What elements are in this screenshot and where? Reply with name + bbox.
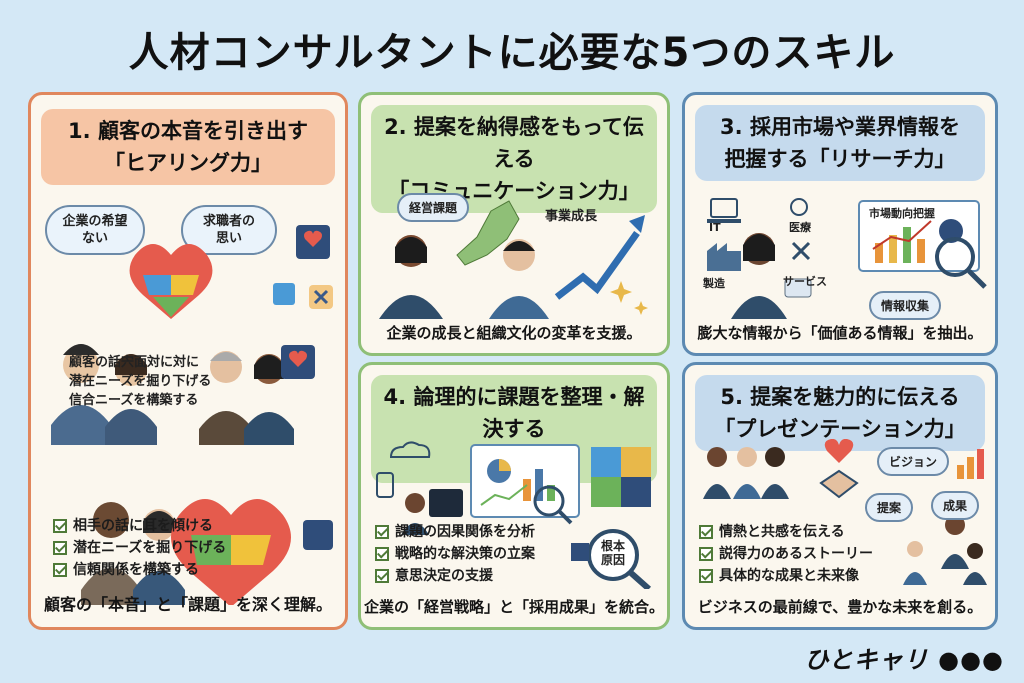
heading-line-2: 「ヒアリング力」	[104, 151, 272, 175]
checkbox-icon	[375, 547, 389, 561]
heading-line-1: 5. 提案を魅力的に伝える	[720, 385, 960, 409]
heading-line-2: 把握する「リサーチ力」	[724, 147, 956, 171]
results-bubble: 成果	[931, 491, 980, 520]
checkbox-icon	[699, 547, 713, 561]
skill-card-thinking: 4. 論理的に課題を整理・解決する 「思考力」	[358, 362, 670, 630]
bottom-people-icon	[81, 502, 185, 605]
card-footer: ビジネスの最前線で、豊かな未来を創る。	[697, 598, 983, 616]
magnifier-icon	[935, 237, 987, 289]
bar-chart-icon	[957, 449, 984, 479]
presentation-checklist: 情熱と共感を伝える 説得力のあるストーリー 具体的な成果と未来像	[699, 521, 873, 587]
industry-label-manufacturing: 製造	[703, 277, 725, 290]
card-footer: 顧客の「本音」と「課題」を深く理解。	[43, 595, 332, 614]
skill-card-presentation: 5. 提案を魅力的に伝える 「プレゼンテーション力」 ビジョン 提案 成果 情熱…	[682, 362, 998, 630]
people-group-icon: ●●●	[938, 646, 1004, 674]
checkbox-icon	[375, 569, 389, 583]
market-trend-label: 市場動向把握	[869, 207, 935, 220]
root-cause-label: 根本 原因	[601, 539, 626, 567]
analyst-icon	[401, 489, 463, 535]
hearing-note: 顧客の話宍面対に対に 潜在ニーズを掘り下げる 信合ニーズを構築する	[69, 355, 212, 408]
card-footer: 膨大な情報から「価値ある情報」を抽出。	[697, 324, 983, 342]
hearing-illustration	[51, 225, 333, 605]
magnifier-icon	[533, 485, 573, 525]
presenter-group-icon	[903, 515, 987, 585]
presenter-people-icon	[379, 235, 549, 319]
japan-map-icon	[456, 200, 520, 266]
heading-line-1: 1. 顧客の本音を引き出す	[68, 119, 308, 143]
candidate-people-icon	[199, 351, 294, 445]
heading-line-2: 「プレゼンテーション力」	[714, 417, 966, 441]
handshake-icon	[819, 469, 859, 499]
checklist-item: 情熱と共感を伝える	[699, 521, 873, 543]
checkbox-icon	[53, 541, 67, 555]
thinking-checklist: 課題の因果関係を分析 戦略的な解決策の立案 意思決定の支援	[375, 521, 535, 587]
checklist-item: 具体的な成果と未来像	[699, 565, 873, 587]
card-footer: 企業の「経営戦略」と「採用成果」を統合。	[363, 598, 664, 616]
puzzle-heart-icon	[129, 244, 213, 319]
checkbox-icon	[53, 519, 67, 533]
team-people-icon	[703, 447, 789, 499]
cloud-server-icon	[376, 441, 431, 498]
brand-logo: ひとキャリ ●●●	[805, 640, 1004, 675]
computer-icon	[707, 198, 741, 223]
growth-arrow-icon	[554, 215, 645, 300]
tools-icon	[791, 241, 811, 261]
speech-bubble-management: 経営課題	[397, 193, 470, 222]
checkbox-icon	[53, 563, 67, 577]
root-cause-magnifier-icon	[571, 529, 651, 589]
checklist-item: 意思決定の支援	[375, 565, 535, 587]
heading-line-1: 3. 採用市場や業界情報を	[720, 115, 960, 139]
checklist-item: 潜在ニーズを掘り下げる	[53, 537, 226, 559]
growth-label: 事業成長	[545, 209, 598, 224]
chip-heart-icon	[296, 225, 330, 259]
vision-bubble: ビジョン	[877, 447, 950, 476]
heading-line-1: 4. 論理的に課題を整理・解決する	[383, 385, 645, 441]
skill-card-research: 3. 採用市場や業界情報を 把握する「リサーチ力」 IT 医療 製造 サービス …	[682, 92, 998, 356]
checkbox-icon	[699, 525, 713, 539]
skill-card-heading: 5. 提案を魅力的に伝える 「プレゼンテーション力」	[695, 375, 985, 451]
brand-logo-text: ひとキャリ	[804, 646, 929, 674]
speech-bubble-company: 企業の希望 ない	[45, 205, 145, 255]
checklist-item: 相手の話に耳を傾ける	[53, 515, 226, 537]
dashboard-icon	[470, 444, 580, 518]
checklist-item: 課題の因果関係を分析	[375, 521, 535, 543]
checklist-item: 信頼関係を構築する	[53, 559, 226, 581]
factory-icon	[707, 243, 741, 271]
thinking-illustration	[376, 441, 651, 589]
chip-icon	[303, 520, 333, 550]
research-illustration	[707, 198, 987, 319]
researcher-icon	[731, 233, 812, 319]
skill-card-communication: 2. 提案を納得感をもって伝える 「コミュニケーション力」 経営課題 事業成長 …	[358, 92, 670, 356]
card-footer: 企業の成長と組織文化の変革を支援。	[386, 324, 642, 342]
market-chart-icon	[858, 200, 980, 272]
client-people-icon	[51, 344, 157, 445]
skill-card-heading: 3. 採用市場や業界情報を 把握する「リサーチ力」	[695, 105, 985, 181]
puzzle-piece-icon	[273, 283, 295, 305]
close-box-icon	[309, 285, 333, 309]
checklist-item: 戦略的な解決策の立案	[375, 543, 535, 565]
puzzle-icon	[591, 447, 651, 507]
industry-label-medical: 医療	[789, 221, 811, 234]
proposal-bubble: 提案	[865, 493, 914, 522]
checkbox-icon	[375, 525, 389, 539]
chip-heart-icon-2	[281, 345, 315, 379]
heart-icon	[824, 439, 854, 463]
sparkle-icon	[610, 281, 648, 315]
skill-card-hearing: 1. 顧客の本音を引き出す 「ヒアリング力」 企業の希望 ない 求職者の 思い	[28, 92, 348, 630]
puzzle-heart-large-icon	[171, 499, 291, 605]
info-gathering-tag: 情報収集	[869, 291, 942, 320]
skill-card-heading: 1. 顧客の本音を引き出す 「ヒアリング力」	[41, 109, 335, 185]
checkbox-icon	[699, 569, 713, 583]
communication-illustration	[379, 200, 648, 319]
hearing-checklist: 相手の話に耳を傾ける 潜在ニーズを掘り下げる 信頼関係を構築する	[53, 515, 226, 581]
presentation-illustration	[703, 439, 987, 585]
heading-line-1: 2. 提案を納得感をもって伝える	[384, 115, 644, 171]
page-title: 人材コンサルタントに必要な5つのスキル	[128, 30, 896, 76]
industry-label-it: IT	[709, 221, 721, 234]
industry-label-service: サービス	[783, 275, 827, 288]
stethoscope-icon	[790, 198, 808, 216]
checklist-item: 説得力のあるストーリー	[699, 543, 873, 565]
